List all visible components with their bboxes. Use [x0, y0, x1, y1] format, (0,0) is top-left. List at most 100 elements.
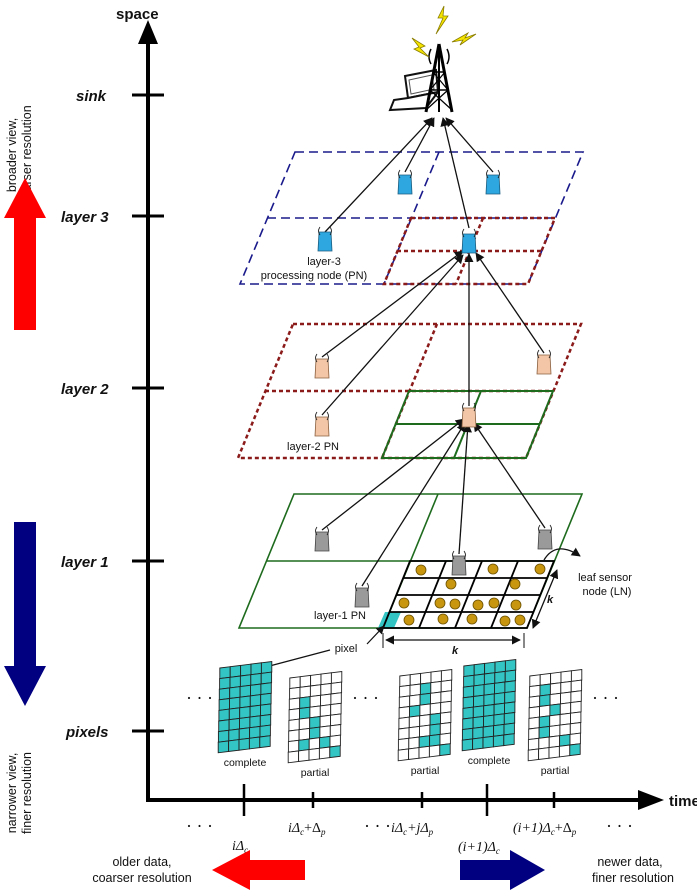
pixel-cell: [528, 716, 540, 730]
pixel-cell: [249, 704, 261, 718]
pixel-frame: complete: [217, 660, 273, 769]
pixel-cell: [504, 658, 517, 672]
pixel-cell: [240, 663, 252, 677]
pixel-cell: [462, 717, 474, 731]
pixel-frame: partial: [397, 668, 453, 777]
k-label-horizontal: k: [452, 645, 459, 657]
pixel-cell: [549, 682, 562, 696]
pixel-cell: [320, 682, 332, 696]
leaf-sensor-label-2: node (LN): [583, 586, 632, 598]
tick-label-4: (i+1)Δc: [458, 840, 500, 856]
level-label-layer3: layer 3: [61, 209, 109, 226]
pixel-cell: [549, 713, 561, 727]
pixel-frame: complete: [461, 658, 517, 767]
pixel-cell: [239, 674, 252, 688]
pixel-cell: [529, 674, 541, 688]
pixel-cell: [229, 675, 241, 689]
pixel-cell: [229, 696, 241, 710]
pixel-cell: [398, 705, 410, 719]
frame-label: partial: [541, 765, 570, 777]
tick-label-1: iΔc: [232, 839, 248, 855]
x-ellipsis-middle: · · ·: [364, 816, 391, 836]
pixel-cell: [558, 744, 571, 758]
pixel-cell: [288, 697, 301, 711]
pixel-cell: [527, 737, 540, 751]
pixel-callout: pixel: [261, 625, 385, 671]
x-ellipsis-right: · · ·: [606, 816, 633, 836]
pixel-cell: [473, 684, 485, 698]
pixel-cell: [429, 712, 441, 726]
pixel-cell: [259, 713, 272, 727]
older-data-label-2: coarser resolution: [92, 871, 191, 885]
pixel-cell: [228, 739, 240, 753]
pixel-cell: [330, 670, 343, 684]
pixel-cell: [249, 725, 261, 739]
pixel-cell: [559, 723, 571, 737]
pixel-cell: [219, 666, 231, 680]
pixel-cell: [419, 692, 431, 706]
pixel-cell: [528, 705, 540, 719]
pixel-cell: [288, 718, 300, 732]
pixel-cell: [228, 707, 241, 721]
layer2-node-bottom-left: [314, 411, 330, 437]
pixel-cell: [287, 750, 300, 764]
pixel-cell: [538, 747, 550, 761]
pixel-cell: [529, 684, 541, 698]
pixel-cell: [259, 735, 271, 749]
pixel-cell: [238, 737, 250, 751]
pixel-cell: [462, 695, 474, 709]
pixel-cell: [409, 704, 421, 718]
pixel-cell: [549, 724, 561, 738]
frames-ellipsis-left: · · ·: [186, 688, 213, 708]
time-ticks: [242, 784, 556, 816]
pixel-cell: [548, 735, 561, 749]
pixel-cell: [419, 724, 431, 738]
pixel-cell: [309, 715, 321, 729]
layer3-node-top-right: [485, 169, 501, 195]
layer1-node-processing: [354, 582, 370, 608]
tick-label-5: (i+1)Δc+Δp: [513, 821, 577, 837]
pixel-cell: [439, 732, 451, 746]
pixel-cell: [287, 739, 300, 753]
pixel-cell: [560, 670, 572, 684]
x-axis-arrowhead: [638, 790, 664, 810]
pixel-cell: [288, 707, 300, 721]
leaf-sensor-label-1: leaf sensor: [578, 572, 632, 584]
pixel-cell: [219, 676, 231, 690]
pixel-cell: [559, 712, 571, 726]
pixel-cell: [399, 674, 411, 688]
layer1-pn-label: layer-1 PN: [314, 610, 366, 622]
pixel-cell: [260, 660, 273, 674]
frame-label: partial: [301, 767, 330, 779]
pixel-cell: [493, 692, 506, 706]
layer3-node-icons: [317, 169, 501, 254]
level-label-pixels: pixels: [65, 724, 109, 741]
pixel-cell: [549, 703, 561, 717]
pixel-cell: [229, 686, 241, 700]
pixel-cell: [299, 696, 311, 710]
up-arrow-red: [4, 178, 46, 330]
pixel-cell: [429, 702, 442, 716]
pixel-cell: [408, 736, 420, 750]
pixel-cell: [329, 734, 341, 748]
pixel-cell: [309, 726, 321, 740]
pixel-cell: [418, 745, 430, 759]
lightning-bolt-icons: [411, 5, 477, 58]
x-ellipsis-left: · · ·: [186, 816, 213, 836]
pixel-cell: [484, 661, 496, 675]
pixel-cell: [430, 691, 442, 705]
layer1-node-top-left: [314, 526, 330, 552]
pixel-cell: [260, 692, 272, 706]
pixel-cell: [483, 672, 496, 686]
pixel-cell: [217, 740, 230, 754]
pixel-cell: [559, 733, 571, 747]
frames-ellipsis-middle: · · ·: [352, 688, 379, 708]
pixel-cell: [289, 686, 301, 700]
pixel-cell: [504, 701, 516, 715]
tick-label-2: iΔc+Δp: [288, 821, 326, 837]
layer3-pn-label-2: processing node (PN): [261, 270, 367, 282]
pixel-cell: [330, 713, 342, 727]
pixel-cell: [418, 735, 431, 749]
pixel-cell: [570, 679, 583, 693]
leaf-sensor-callout: leaf sensor node (LN): [543, 547, 632, 598]
